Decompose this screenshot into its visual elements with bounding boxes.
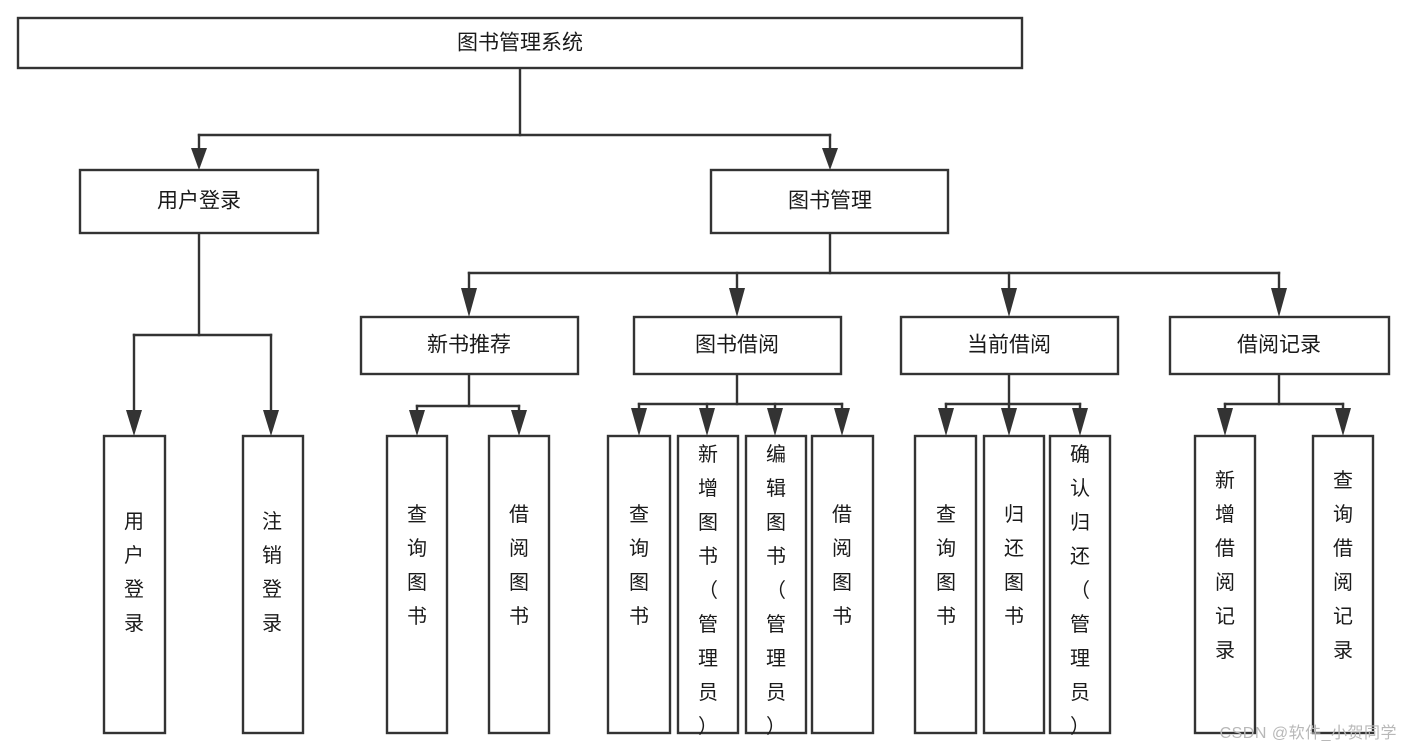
arrow-head-new-book-recommend <box>461 288 477 317</box>
node-leaf-add-book[interactable]: 新增图书（管理员） <box>676 434 740 738</box>
node-leaf-borrow-book-1-box[interactable] <box>487 434 551 735</box>
node-leaf-borrow-book-1[interactable]: 借阅图书 <box>487 434 551 735</box>
node-leaf-edit-book[interactable]: 编辑图书（管理员） <box>744 434 808 738</box>
node-leaf-logout-login[interactable]: 注销登录 <box>241 434 305 735</box>
node-leaf-query-book-1[interactable]: 查询图书 <box>385 434 449 735</box>
node-leaf-return-book-label: 归还图书 <box>1004 503 1024 628</box>
node-leaf-query-record-label: 查询借阅记录 <box>1333 469 1353 662</box>
node-leaf-logout-login-label: 注销登录 <box>262 510 282 635</box>
node-leaf-add-book-box[interactable] <box>676 434 740 735</box>
arrow-head-leaf-edit-book <box>767 408 783 436</box>
node-new-book-recommend-box[interactable] <box>359 315 580 376</box>
node-current-borrow[interactable]: 当前借阅 <box>899 315 1120 376</box>
arrow-head-leaf-user-login <box>126 410 142 436</box>
node-leaf-return-book-box[interactable] <box>982 434 1046 735</box>
node-borrow-record[interactable]: 借阅记录 <box>1168 315 1391 376</box>
arrow-head-leaf-borrow-book-2 <box>834 408 850 436</box>
node-leaf-query-book-2[interactable]: 查询图书 <box>606 434 672 735</box>
node-root[interactable]: 图书管理系统 <box>16 16 1024 70</box>
node-leaf-user-login[interactable]: 用户登录 <box>102 434 167 735</box>
node-leaf-user-login-label: 用户登录 <box>124 511 144 635</box>
arrow-head-leaf-confirm-return <box>1072 408 1088 436</box>
arrow-head-leaf-logout-login <box>263 410 279 436</box>
node-user-login-label: 用户登录 <box>157 190 241 213</box>
node-leaf-edit-book-label: 编辑图书（管理员） <box>766 443 786 738</box>
node-leaf-query-book-3-box[interactable] <box>913 434 978 735</box>
arrow-head-book-manage <box>822 148 838 170</box>
node-borrow-record-box[interactable] <box>1168 315 1391 376</box>
node-leaf-add-record[interactable]: 新增借阅记录 <box>1193 434 1257 735</box>
node-user-login-box[interactable] <box>78 168 320 235</box>
node-leaf-query-record[interactable]: 查询借阅记录 <box>1311 434 1375 735</box>
arrow-head-borrow-record <box>1271 288 1287 317</box>
node-leaf-add-book-label: 新增图书（管理员） <box>698 443 718 738</box>
node-book-borrow-label: 图书借阅 <box>695 334 779 357</box>
node-user-login[interactable]: 用户登录 <box>78 168 320 235</box>
node-book-manage-box[interactable] <box>709 168 950 235</box>
connector-layer <box>126 66 1351 436</box>
arrow-head-leaf-query-book-2 <box>631 408 647 436</box>
node-leaf-confirm-return[interactable]: 确认归还（管理员） <box>1048 434 1112 738</box>
node-book-manage-label: 图书管理 <box>788 190 872 213</box>
node-book-borrow-box[interactable] <box>632 315 843 376</box>
node-leaf-borrow-book-2-label: 借阅图书 <box>832 503 852 628</box>
node-leaf-query-book-3-label: 查询图书 <box>936 503 956 628</box>
node-book-manage[interactable]: 图书管理 <box>709 168 950 235</box>
node-root-label: 图书管理系统 <box>457 32 583 55</box>
arrow-head-leaf-query-book-3 <box>938 408 954 436</box>
arrow-head-leaf-return-book <box>1001 408 1017 436</box>
node-current-borrow-box[interactable] <box>899 315 1120 376</box>
arrow-head-leaf-add-record <box>1217 408 1233 436</box>
node-leaf-confirm-return-label: 确认归还（管理员） <box>1070 443 1090 738</box>
node-leaf-query-record-box[interactable] <box>1311 434 1375 735</box>
node-leaf-borrow-book-1-label: 借阅图书 <box>509 503 529 628</box>
arrow-head-current-borrow <box>1001 288 1017 317</box>
arrow-head-user-login <box>191 148 207 170</box>
node-new-book-recommend[interactable]: 新书推荐 <box>359 315 580 376</box>
node-leaf-query-book-1-box[interactable] <box>385 434 449 735</box>
node-leaf-query-book-3[interactable]: 查询图书 <box>913 434 978 735</box>
node-leaf-query-book-1-label: 查询图书 <box>407 503 427 628</box>
node-leaf-confirm-return-box[interactable] <box>1048 434 1112 735</box>
node-leaf-return-book[interactable]: 归还图书 <box>982 434 1046 735</box>
arrow-head-leaf-add-book <box>699 408 715 436</box>
arrow-head-leaf-query-book-1 <box>409 410 425 436</box>
node-leaf-borrow-book-2[interactable]: 借阅图书 <box>810 434 875 735</box>
node-root-box[interactable] <box>16 16 1024 70</box>
node-borrow-record-label: 借阅记录 <box>1237 334 1321 357</box>
node-leaf-edit-book-box[interactable] <box>744 434 808 735</box>
arrow-head-leaf-borrow-book-1 <box>511 410 527 436</box>
node-leaf-add-record-box[interactable] <box>1193 434 1257 735</box>
node-current-borrow-label: 当前借阅 <box>967 334 1051 357</box>
node-leaf-query-book-2-box[interactable] <box>606 434 672 735</box>
node-leaf-query-book-2-label: 查询图书 <box>629 503 649 628</box>
arrow-head-leaf-query-record <box>1335 408 1351 436</box>
node-book-borrow[interactable]: 图书借阅 <box>632 315 843 376</box>
node-leaf-logout-login-box[interactable] <box>241 434 305 735</box>
node-new-book-recommend-label: 新书推荐 <box>427 334 511 357</box>
node-leaf-borrow-book-2-box[interactable] <box>810 434 875 735</box>
arrow-head-book-borrow <box>729 288 745 317</box>
node-leaf-add-record-label: 新增借阅记录 <box>1215 469 1235 662</box>
node-leaf-user-login-box[interactable] <box>102 434 167 735</box>
